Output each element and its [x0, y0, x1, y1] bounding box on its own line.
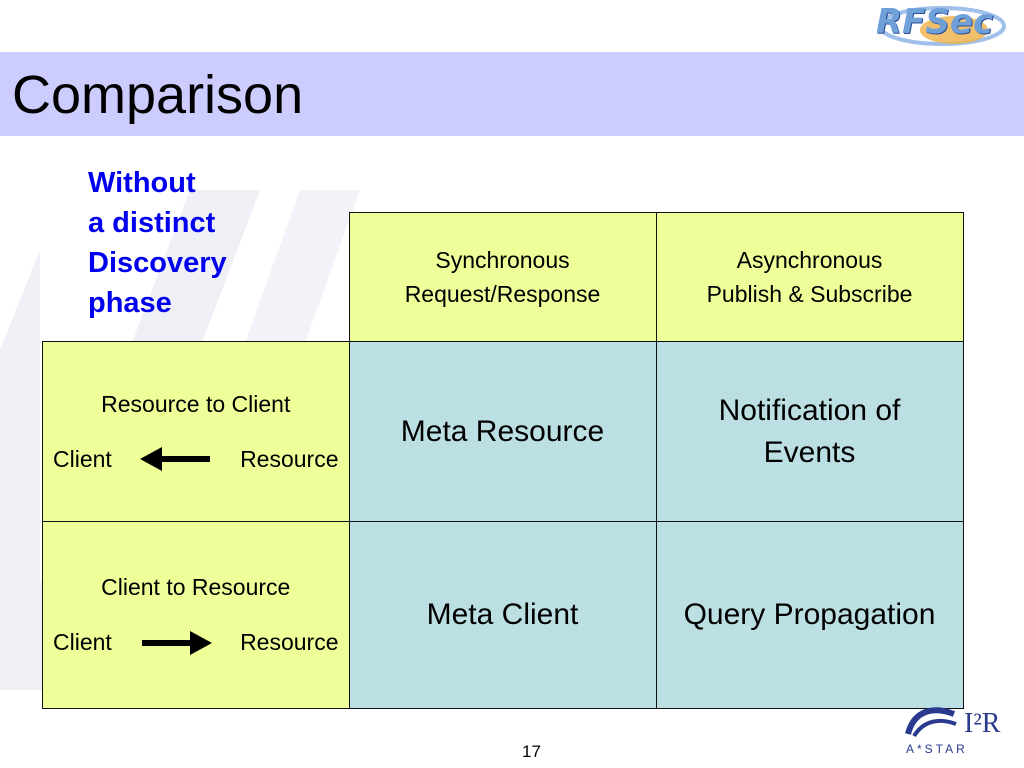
- client-label: Client: [53, 629, 112, 655]
- cell-query-propagation: Query Propagation: [655, 521, 964, 709]
- column-header-async: Asynchronous Publish & Subscribe: [655, 212, 964, 342]
- page-title: Comparison: [12, 65, 304, 125]
- astar-logo: I²R A*STAR: [904, 704, 1024, 764]
- resource-label: Resource: [240, 445, 339, 472]
- cell-meta-client: Meta Client: [348, 521, 657, 709]
- comparison-table: Synchronous Request/Response Asynchronou…: [42, 212, 964, 709]
- side-note-line: a distinct: [88, 207, 216, 239]
- direction-line: Client Resource: [43, 446, 349, 473]
- page-number: 17: [522, 742, 541, 761]
- direction-line: Client Resource: [43, 629, 349, 656]
- side-note-line: Discovery: [88, 247, 227, 279]
- logo-text: RFSec: [876, 2, 994, 42]
- cell-meta-resource: Meta Resource: [348, 341, 657, 522]
- logo-swoosh-icon: [878, 6, 1006, 46]
- row-header-resource-to-client: Resource to Client Client Resource: [42, 341, 350, 522]
- astar-text: A*STAR: [906, 742, 968, 756]
- rfsec-logo: RFSec: [862, 0, 1024, 56]
- empty-corner-cell: [43, 213, 350, 342]
- title-bar: Comparison: [0, 52, 1024, 136]
- side-note-line: Without: [88, 167, 196, 199]
- side-note-line: phase: [88, 287, 172, 319]
- side-note: Without a distinct Discovery phase: [88, 163, 227, 323]
- resource-label: Resource: [240, 629, 339, 655]
- right-arrow-icon: [141, 630, 212, 655]
- left-arrow-icon: [139, 447, 210, 471]
- row-header-client-to-resource: Client to Resource Client Resource: [42, 521, 350, 709]
- i2r-mark: I²R: [964, 708, 1001, 739]
- cell-notification-of-events: Notification of Events: [655, 341, 964, 522]
- row-header-title: Resource to Client: [101, 390, 291, 417]
- column-header-sync: Synchronous Request/Response: [348, 212, 657, 342]
- row-header-title: Client to Resource: [101, 574, 291, 600]
- astar-swirl-icon: [905, 707, 957, 738]
- client-label: Client: [53, 445, 112, 472]
